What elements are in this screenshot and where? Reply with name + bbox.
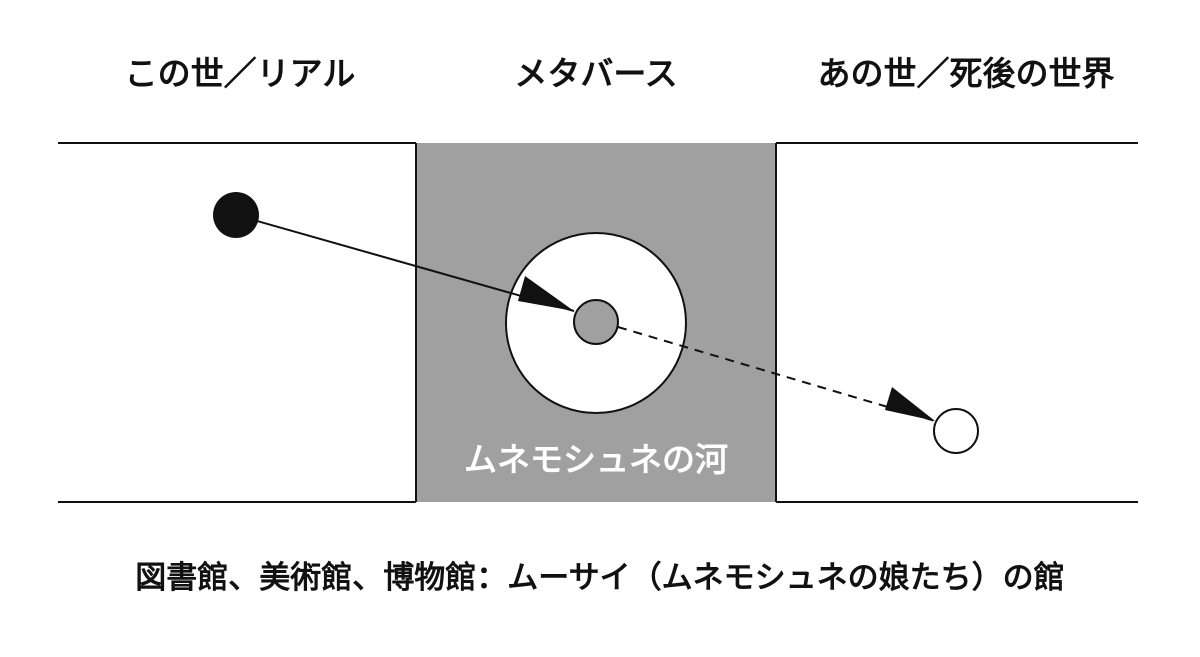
- gray-dot-icon: [573, 299, 619, 345]
- heading-metaverse: メタバース: [514, 54, 678, 93]
- solid-arrow-line: [235, 214, 575, 312]
- river-label: ムネモシュネの河: [464, 440, 728, 479]
- dashed-arrowhead: [885, 387, 935, 421]
- heading-this-world: この世／リアル: [124, 54, 356, 93]
- dashed-arrow-line: [617, 326, 936, 422]
- solid-arrowhead: [518, 276, 574, 311]
- caption: 図書館、美術館、博物館：ムーサイ（ムネモシュネの娘たち）の館: [135, 560, 1065, 596]
- heading-afterlife: あの世／死後の世界: [817, 54, 1115, 93]
- filled-circle-icon: [213, 192, 259, 238]
- hollow-circle-icon: [933, 408, 979, 454]
